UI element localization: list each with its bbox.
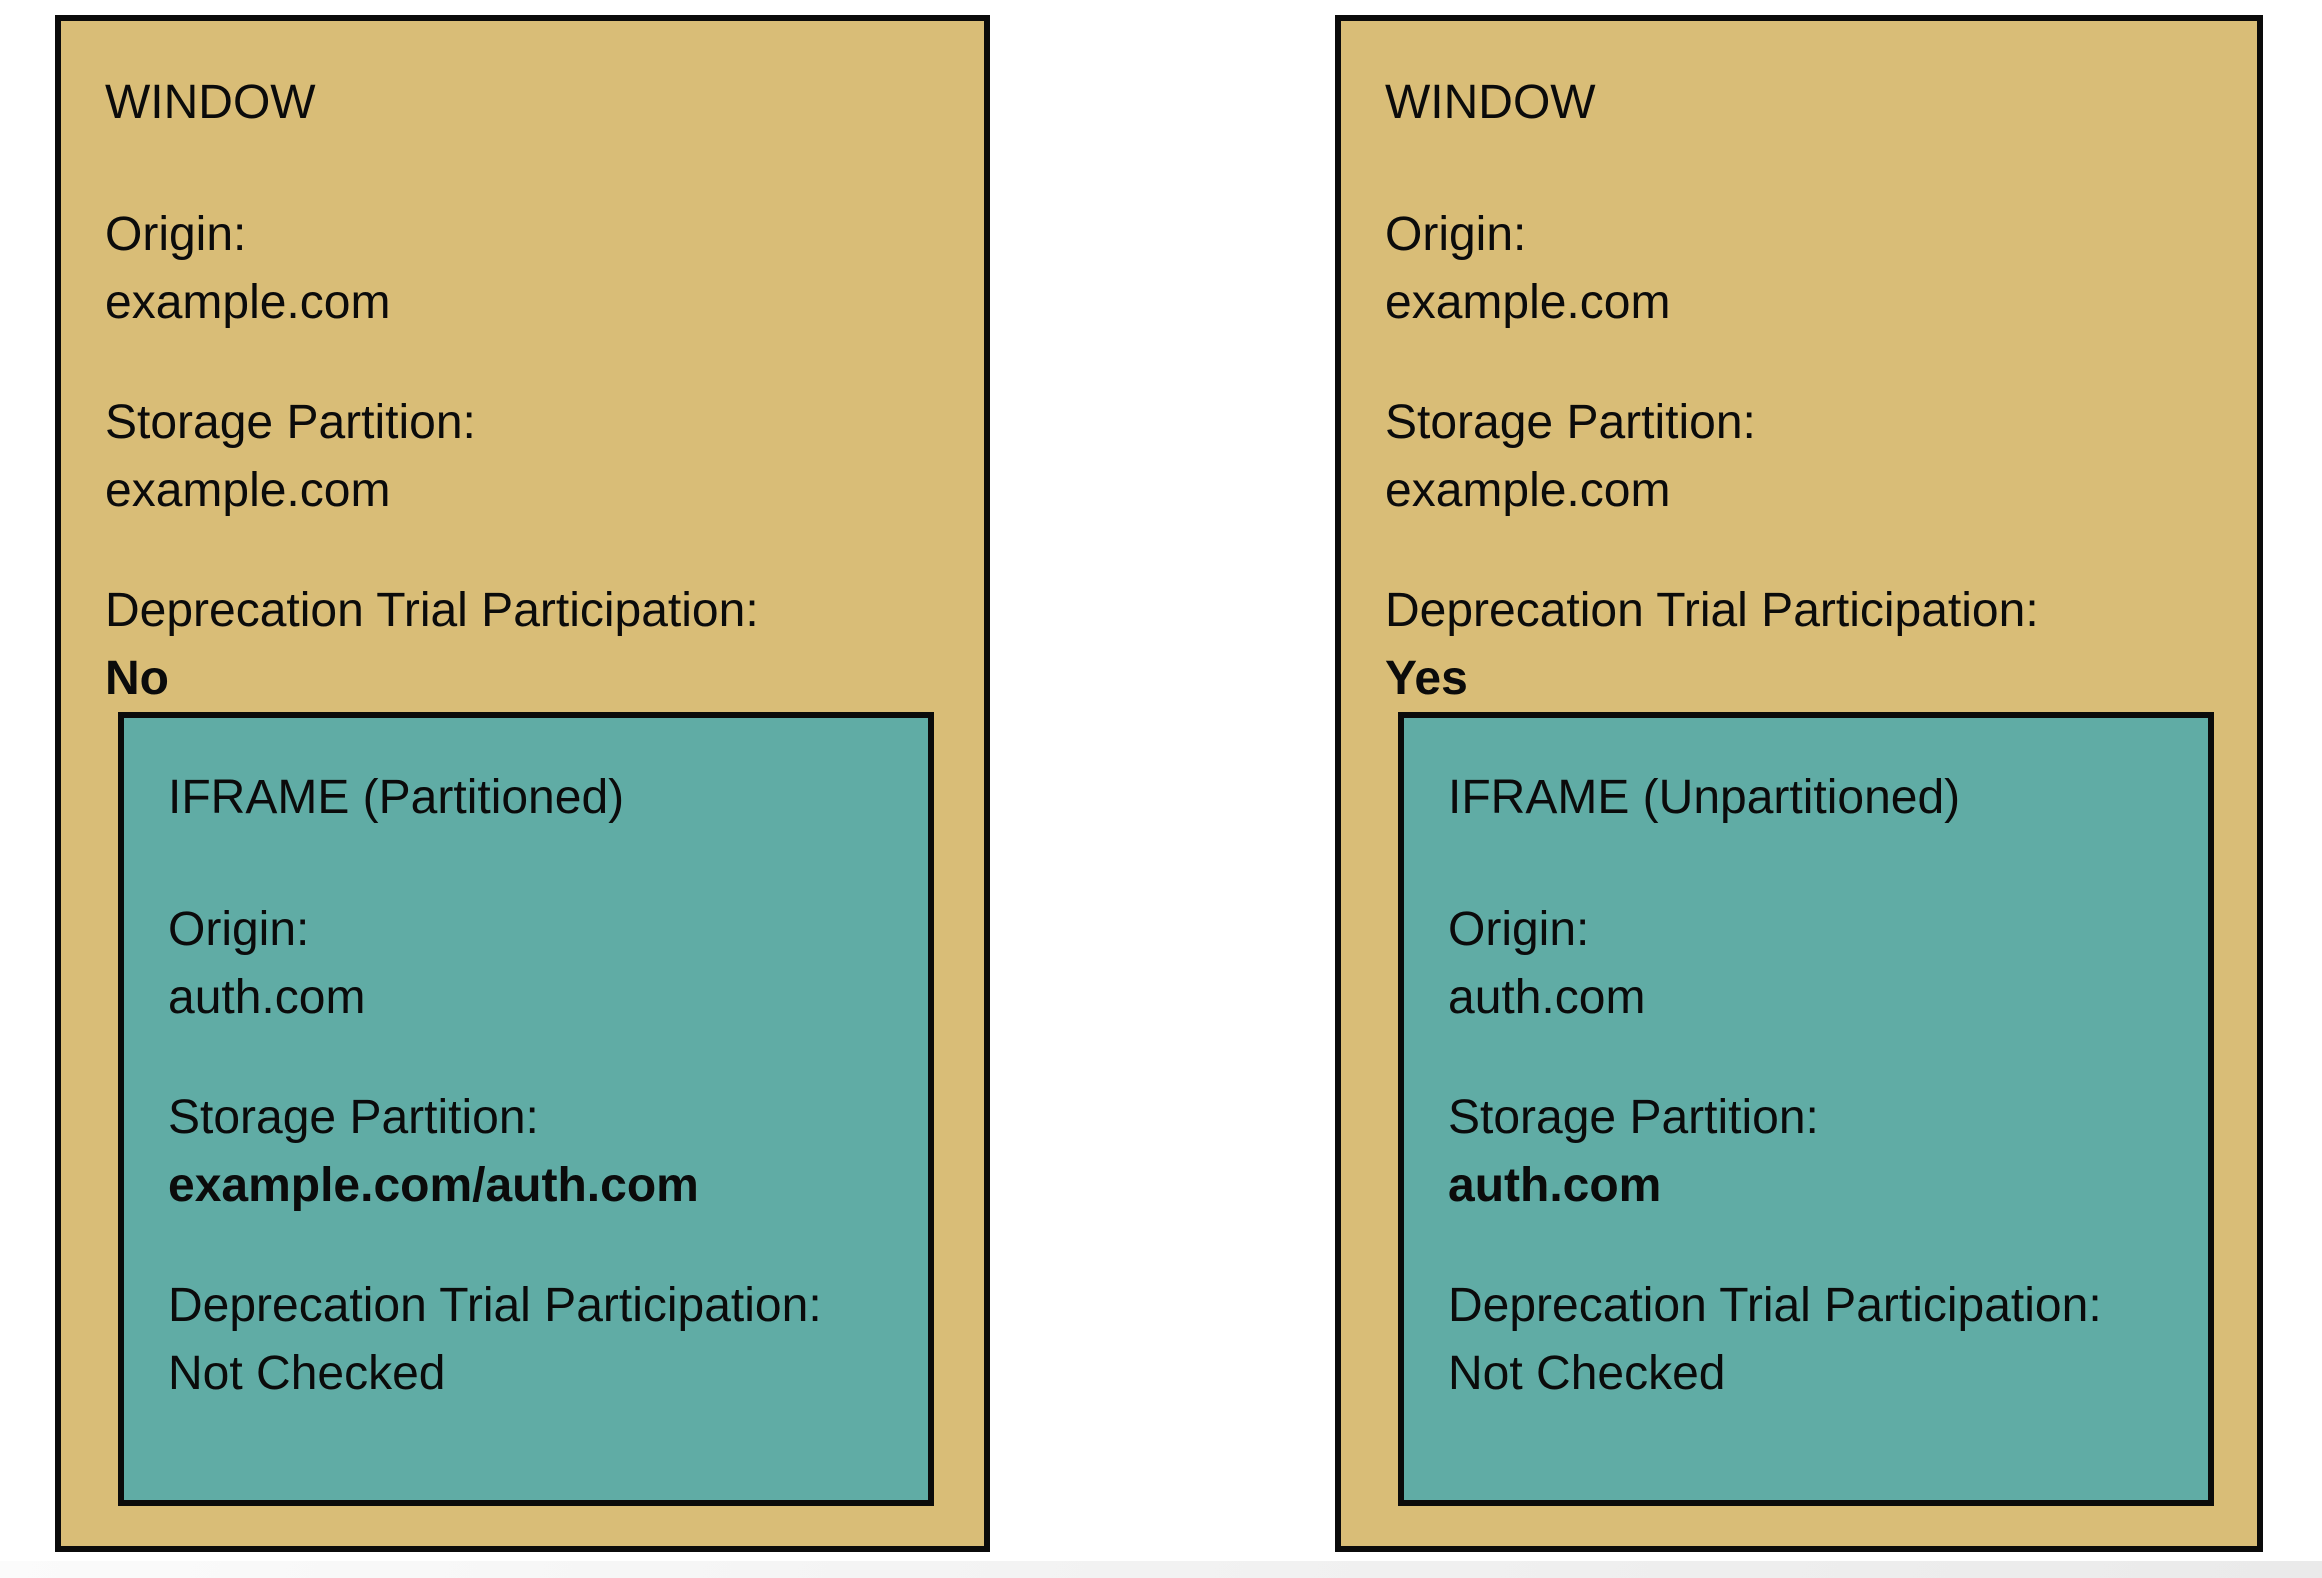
origin-label: Origin:: [168, 903, 310, 956]
window-origin-paragraph: Origin: example.com: [105, 201, 940, 337]
origin-label: Origin:: [1448, 903, 1590, 956]
storage-partition-label: Storage Partition:: [168, 1091, 539, 1144]
origin-value: auth.com: [1448, 971, 1646, 1024]
storage-partition-value: example.com/auth.com: [168, 1159, 699, 1212]
iframe-storage-paragraph: Storage Partition: example.com/auth.com: [168, 1084, 884, 1220]
origin-label: Origin:: [105, 208, 247, 261]
window-title: WINDOW: [105, 76, 316, 129]
deprecation-trial-label: Deprecation Trial Participation:: [105, 584, 759, 637]
deprecation-trial-label: Deprecation Trial Participation:: [1448, 1279, 2102, 1332]
iframe-title: IFRAME (Unpartitioned): [1448, 771, 1961, 824]
deprecation-trial-value: Yes: [1385, 652, 1468, 705]
origin-value: example.com: [105, 276, 391, 329]
storage-partition-label: Storage Partition:: [105, 396, 476, 449]
origin-value: auth.com: [168, 971, 366, 1024]
iframe-origin-paragraph: Origin: auth.com: [168, 896, 884, 1032]
origin-label: Origin:: [1385, 208, 1527, 261]
deprecation-trial-value: No: [105, 652, 169, 705]
storage-partition-value: example.com: [105, 464, 391, 517]
window-storage-paragraph: Storage Partition: example.com: [105, 389, 940, 525]
iframe-trial-paragraph: Deprecation Trial Participation: Not Che…: [168, 1272, 884, 1408]
iframe-origin-paragraph: Origin: auth.com: [1448, 896, 2164, 1032]
origin-value: example.com: [1385, 276, 1671, 329]
window-trial-paragraph: Deprecation Trial Participation: Yes: [1385, 577, 2213, 713]
right-iframe-box: IFRAME (Unpartitioned) Origin: auth.com …: [1398, 712, 2214, 1506]
window-storage-paragraph: Storage Partition: example.com: [1385, 389, 2213, 525]
storage-partition-label: Storage Partition:: [1448, 1091, 1819, 1144]
window-origin-paragraph: Origin: example.com: [1385, 201, 2213, 337]
page-bottom-gradient: [0, 1561, 2322, 1578]
right-window-box: WINDOW Origin: example.com Storage Parti…: [1335, 15, 2263, 1552]
left-window-box: WINDOW Origin: example.com Storage Parti…: [55, 15, 990, 1552]
deprecation-trial-label: Deprecation Trial Participation:: [168, 1279, 822, 1332]
storage-partition-label: Storage Partition:: [1385, 396, 1756, 449]
left-iframe-box: IFRAME (Partitioned) Origin: auth.com St…: [118, 712, 934, 1506]
deprecation-trial-label: Deprecation Trial Participation:: [1385, 584, 2039, 637]
iframe-title: IFRAME (Partitioned): [168, 771, 625, 824]
storage-partition-value: auth.com: [1448, 1159, 1662, 1212]
storage-partition-value: example.com: [1385, 464, 1671, 517]
iframe-storage-paragraph: Storage Partition: auth.com: [1448, 1084, 2164, 1220]
deprecation-trial-value: Not Checked: [168, 1347, 446, 1400]
deprecation-trial-value: Not Checked: [1448, 1347, 1726, 1400]
window-trial-paragraph: Deprecation Trial Participation: No: [105, 577, 940, 713]
window-title: WINDOW: [1385, 76, 1596, 129]
iframe-trial-paragraph: Deprecation Trial Participation: Not Che…: [1448, 1272, 2164, 1408]
